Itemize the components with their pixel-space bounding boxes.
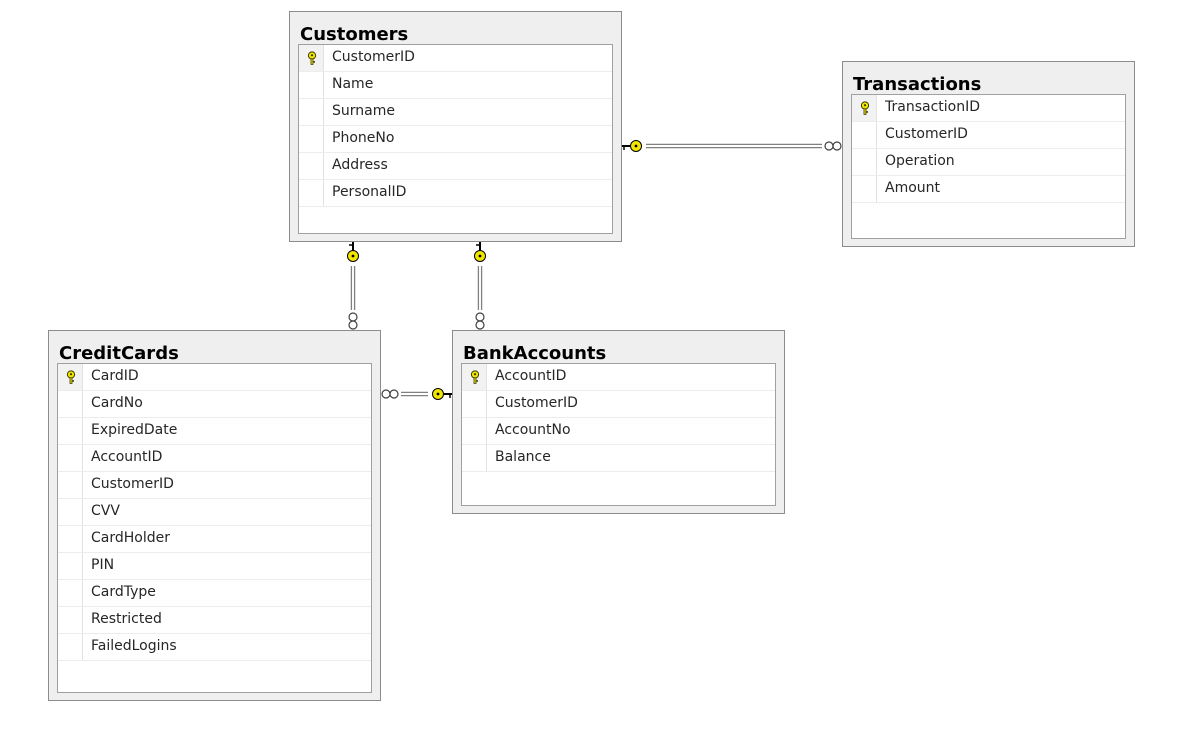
column-row[interactable]: FailedLogins <box>58 634 371 661</box>
column-row[interactable]: Amount <box>852 176 1125 203</box>
column-row[interactable]: AccountNo <box>462 418 775 445</box>
row-selector <box>299 126 324 152</box>
column-name: AccountID <box>495 368 567 384</box>
column-row[interactable]: AccountID <box>462 364 775 391</box>
row-selector <box>58 526 83 552</box>
column-name: Name <box>332 76 374 92</box>
column-row[interactable]: Surname <box>299 99 612 126</box>
column-name: Balance <box>495 449 551 465</box>
row-selector <box>462 364 487 390</box>
row-selector <box>852 122 877 148</box>
column-name: Surname <box>332 103 395 119</box>
row-selector <box>58 391 83 417</box>
column-name: CustomerID <box>495 395 578 411</box>
column-row[interactable]: Name <box>299 72 612 99</box>
row-selector <box>58 364 83 390</box>
column-row[interactable]: PhoneNo <box>299 126 612 153</box>
row-selector <box>58 553 83 579</box>
column-row[interactable]: Operation <box>852 149 1125 176</box>
row-selector <box>299 72 324 98</box>
column-row[interactable]: Restricted <box>58 607 371 634</box>
table-title: Transactions <box>853 74 982 95</box>
column-name: CardType <box>91 584 156 600</box>
column-row[interactable]: CustomerID <box>58 472 371 499</box>
column-row[interactable]: CardNo <box>58 391 371 418</box>
column-name: ExpiredDate <box>91 422 178 438</box>
row-selector <box>852 149 877 175</box>
column-row[interactable]: CardID <box>58 364 371 391</box>
column-name: CardNo <box>91 395 143 411</box>
row-selector <box>852 95 877 121</box>
column-name: TransactionID <box>885 99 980 115</box>
table-title: Customers <box>300 24 409 45</box>
row-selector <box>58 445 83 471</box>
column-row[interactable]: CardType <box>58 580 371 607</box>
column-row[interactable]: AccountID <box>58 445 371 472</box>
table-title: BankAccounts <box>463 343 607 364</box>
row-selector <box>58 580 83 606</box>
column-row[interactable]: CustomerID <box>462 391 775 418</box>
row-selector <box>58 499 83 525</box>
row-selector <box>299 99 324 125</box>
primary-key-icon <box>307 51 317 65</box>
row-selector <box>462 391 487 417</box>
column-name: CustomerID <box>91 476 174 492</box>
column-name: Operation <box>885 153 955 169</box>
row-selector <box>58 472 83 498</box>
column-name: Restricted <box>91 611 162 627</box>
column-row[interactable]: Address <box>299 153 612 180</box>
column-name: FailedLogins <box>91 638 177 654</box>
column-name: PIN <box>91 557 115 573</box>
table-title: CreditCards <box>59 343 179 364</box>
row-selector <box>58 634 83 660</box>
row-selector <box>299 45 324 71</box>
column-name: PersonalID <box>332 184 407 200</box>
column-row[interactable]: PersonalID <box>299 180 612 207</box>
column-name: CVV <box>91 503 120 519</box>
row-selector <box>299 153 324 179</box>
column-name: AccountID <box>91 449 163 465</box>
column-row[interactable]: CardHolder <box>58 526 371 553</box>
column-name: CardHolder <box>91 530 170 546</box>
column-row[interactable]: PIN <box>58 553 371 580</box>
column-row[interactable]: ExpiredDate <box>58 418 371 445</box>
row-selector <box>299 180 324 206</box>
row-selector <box>58 418 83 444</box>
row-selector <box>852 176 877 202</box>
column-row[interactable]: CustomerID <box>299 45 612 72</box>
column-row[interactable]: CustomerID <box>852 122 1125 149</box>
column-name: Address <box>332 157 388 173</box>
column-name: CardID <box>91 368 139 384</box>
primary-key-icon <box>860 101 870 115</box>
row-selector <box>58 607 83 633</box>
row-selector <box>462 445 487 471</box>
column-name: CustomerID <box>332 49 415 65</box>
column-name: PhoneNo <box>332 130 395 146</box>
column-name: AccountNo <box>495 422 571 438</box>
primary-key-icon <box>66 370 76 384</box>
column-row[interactable]: CVV <box>58 499 371 526</box>
column-name: CustomerID <box>885 126 968 142</box>
column-row[interactable]: Balance <box>462 445 775 472</box>
column-row[interactable]: TransactionID <box>852 95 1125 122</box>
column-name: Amount <box>885 180 941 196</box>
row-selector <box>462 418 487 444</box>
primary-key-icon <box>470 370 480 384</box>
